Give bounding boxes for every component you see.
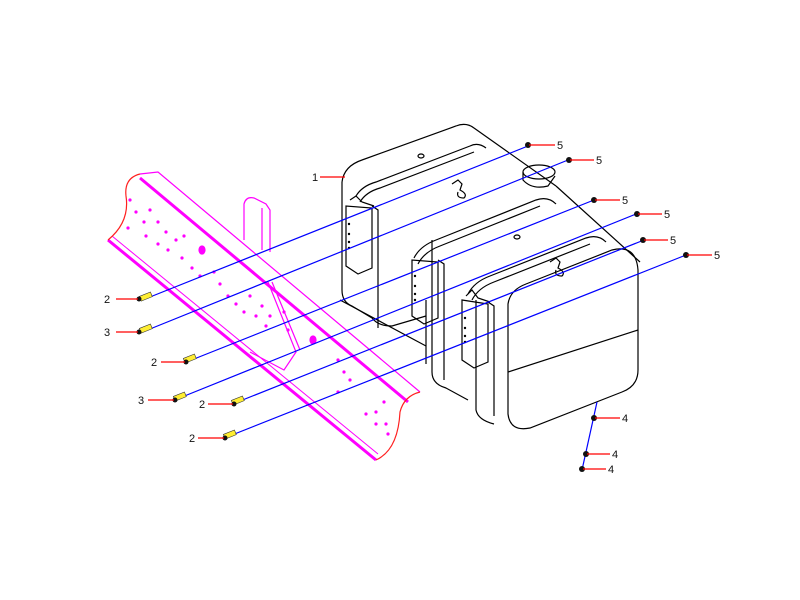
callout-1-tank: 1 xyxy=(312,172,318,184)
callout-4-nut: 4 xyxy=(612,449,618,461)
callout-4-nut: 4 xyxy=(622,413,628,425)
callout-5-nut: 5 xyxy=(596,155,602,167)
bolt-2a xyxy=(136,291,153,302)
callout-5-nut: 5 xyxy=(557,140,563,152)
bolts xyxy=(136,291,245,441)
bolt-2b xyxy=(182,353,197,365)
callout-2-bolt: 2 xyxy=(151,357,157,369)
bolt-3a xyxy=(136,323,153,335)
callout-5-nut: 5 xyxy=(670,235,676,247)
callout-2-bolt: 2 xyxy=(189,433,195,445)
callout-2-bolt: 2 xyxy=(199,399,205,411)
nuts xyxy=(525,142,689,472)
callout-2-bolt: 2 xyxy=(104,294,110,306)
frame-rail-holes xyxy=(126,198,390,436)
callout-5-nut: 5 xyxy=(714,250,720,262)
leader-lines xyxy=(116,144,712,470)
callout-labels: 1 2 3 2 3 2 2 5 5 5 5 5 5 4 4 4 xyxy=(104,140,720,476)
fuel-tank xyxy=(339,123,641,430)
callout-3-bolt: 3 xyxy=(104,327,110,339)
callout-3-bolt: 3 xyxy=(138,395,144,407)
bolt-2d xyxy=(222,429,237,441)
frame-rail xyxy=(107,171,421,462)
strap-holes xyxy=(347,222,467,344)
callout-5-nut: 5 xyxy=(622,195,628,207)
bolt-2c xyxy=(230,395,245,407)
callout-5-nut: 5 xyxy=(664,209,670,221)
callout-4-nut: 4 xyxy=(608,464,614,476)
frame-rail-cut-edges xyxy=(107,173,421,461)
bolt-3b xyxy=(172,391,187,403)
assembly-lines xyxy=(149,145,687,471)
